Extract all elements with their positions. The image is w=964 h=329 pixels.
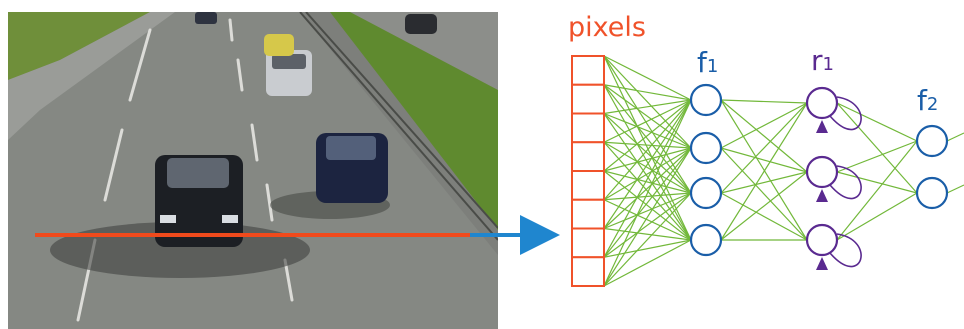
car [266, 50, 312, 96]
edge [603, 55, 692, 149]
edge [603, 147, 692, 172]
edge [603, 84, 692, 101]
edge [720, 171, 808, 241]
edge [603, 99, 692, 172]
neuron-node [805, 223, 839, 257]
edge [836, 102, 918, 194]
edge [603, 112, 692, 149]
input-column [571, 55, 605, 287]
edge [946, 184, 964, 194]
edge [603, 99, 692, 143]
input-cell [571, 227, 605, 259]
recurrent-arrowhead [816, 120, 828, 133]
edge [603, 239, 692, 287]
edge [603, 141, 692, 194]
edge [836, 192, 918, 241]
network-nodes [689, 83, 949, 257]
car [405, 14, 437, 34]
edge [603, 84, 692, 241]
edge [603, 192, 692, 230]
recurrent-loops [816, 96, 862, 270]
neuron-node [689, 176, 723, 210]
recurrent-loop [829, 233, 862, 268]
recurrent-arrowhead [816, 189, 828, 202]
edge [720, 192, 808, 241]
edge [836, 140, 918, 241]
edge [603, 192, 692, 287]
edge [603, 147, 692, 258]
edge [836, 171, 918, 194]
recurrent-loop [829, 96, 862, 131]
edge [720, 102, 808, 149]
edge [603, 239, 692, 258]
edge [603, 170, 692, 194]
edge [603, 84, 692, 149]
neuron-node [805, 86, 839, 120]
edge [720, 102, 808, 194]
edge [720, 147, 808, 173]
edge [836, 140, 918, 173]
neuron-node [915, 124, 949, 158]
input-cell [571, 83, 605, 115]
edge [720, 171, 808, 194]
edge [603, 84, 692, 194]
edge [603, 192, 692, 201]
layer-label-f1: f1 [697, 46, 718, 79]
input-cell [571, 170, 605, 201]
edge [603, 192, 692, 258]
edge [720, 102, 808, 241]
edge [720, 147, 808, 241]
recurrent-loop [829, 165, 862, 200]
input-cell [571, 55, 605, 86]
edge [603, 99, 692, 287]
edge [603, 99, 692, 115]
edge [603, 147, 692, 201]
car [316, 133, 388, 203]
layer-label-f2: f2 [917, 84, 938, 117]
edge [603, 99, 692, 229]
edge [720, 99, 808, 173]
edge [603, 55, 692, 101]
recurrent-arrowhead [816, 257, 828, 270]
car [195, 12, 217, 24]
network-edges [603, 55, 964, 287]
edge [720, 99, 808, 241]
input-cell [571, 141, 605, 172]
edge [603, 99, 692, 201]
neuron-node [689, 131, 723, 165]
edge [603, 147, 692, 287]
edge [603, 99, 692, 258]
edge [836, 102, 918, 142]
input-cell [571, 256, 605, 287]
layer-label-r1: r1 [811, 44, 834, 77]
neuron-node [689, 83, 723, 117]
edge [946, 132, 964, 142]
road-photo [8, 12, 498, 329]
input-cell [571, 112, 605, 144]
edge [603, 113, 692, 194]
edge [603, 147, 692, 229]
edge [603, 141, 692, 149]
neuron-node [915, 176, 949, 210]
neuron-node [805, 155, 839, 189]
neuron-node [689, 223, 723, 257]
edge [603, 55, 692, 241]
edge [720, 99, 808, 104]
car [264, 34, 294, 56]
car [155, 155, 243, 247]
input-cell [571, 198, 605, 230]
pixels-label: pixels [568, 12, 646, 43]
